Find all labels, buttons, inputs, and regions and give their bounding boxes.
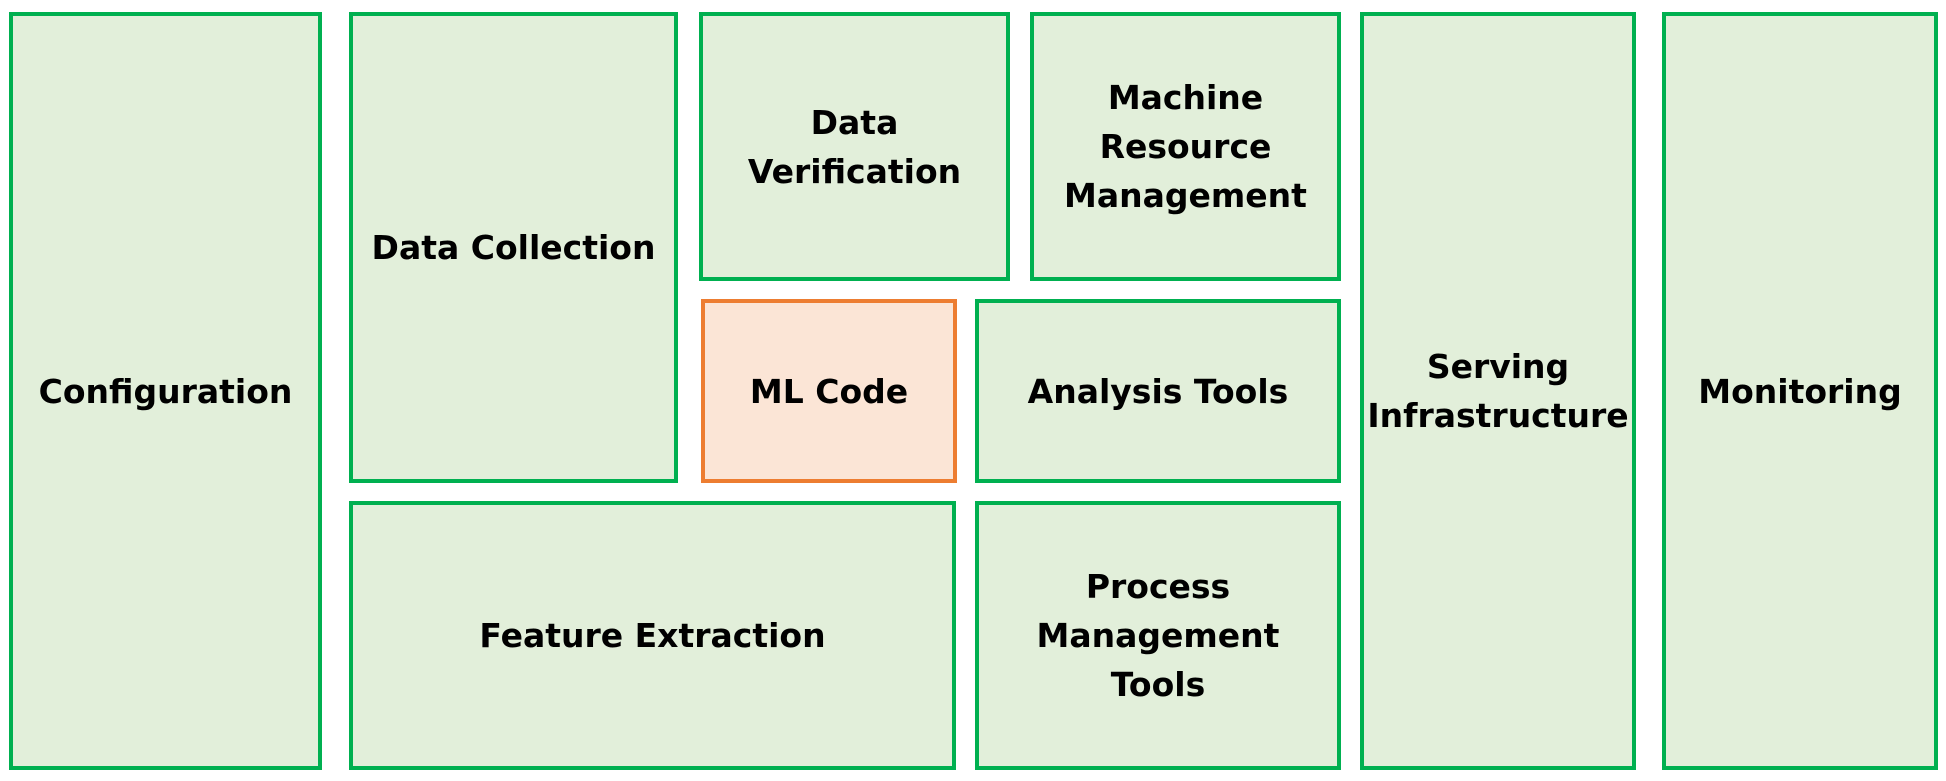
feature-extraction-block: Feature Extraction [349, 501, 956, 770]
machine-resource-management-label: Machine Resource Management [1064, 78, 1307, 215]
ml-code-block: ML Code [701, 299, 957, 483]
monitoring-block: Monitoring [1662, 12, 1938, 770]
process-management-tools-block: Process Management Tools [975, 501, 1341, 770]
process-management-tools-label: Process Management Tools [1036, 567, 1280, 704]
data-collection-block: Data Collection [349, 12, 678, 483]
configuration-label: Configuration [38, 371, 293, 411]
machine-resource-management-block: Machine Resource Management [1030, 12, 1341, 281]
analysis-tools-label: Analysis Tools [1027, 371, 1289, 411]
data-verification-block: Data Verification [699, 12, 1010, 281]
analysis-tools-block: Analysis Tools [975, 299, 1341, 483]
data-verification-label: Data Verification [747, 102, 962, 191]
monitoring-label: Monitoring [1698, 371, 1902, 411]
ml-code-label: ML Code [749, 371, 909, 411]
serving-infrastructure-label: Serving Infrastructure [1367, 347, 1629, 435]
data-collection-label: Data Collection [371, 228, 656, 267]
configuration-block: Configuration [9, 12, 322, 770]
feature-extraction-label: Feature Extraction [479, 616, 826, 655]
serving-infrastructure-block: Serving Infrastructure [1360, 12, 1636, 770]
